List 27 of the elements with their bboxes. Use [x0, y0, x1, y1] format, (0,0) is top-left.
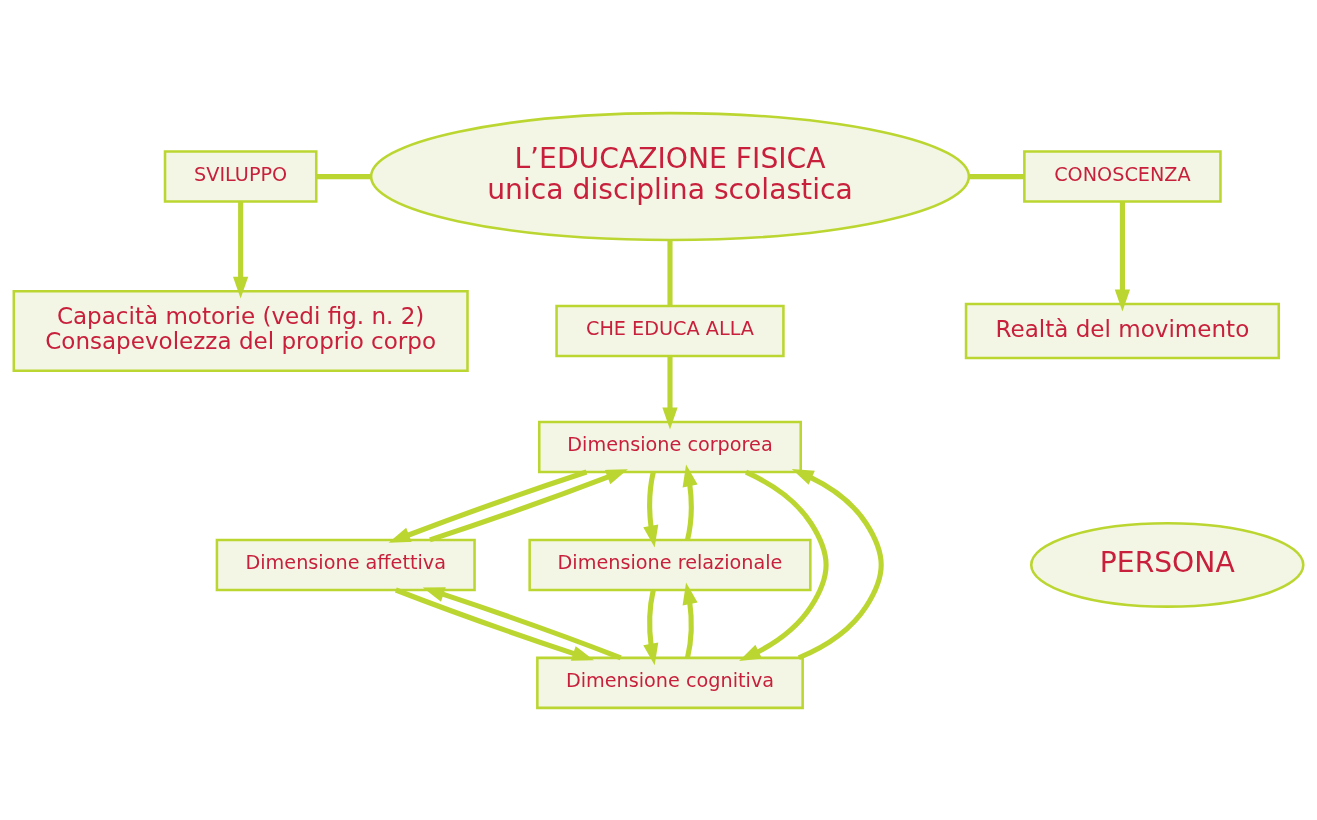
arrow	[429, 468, 628, 542]
node-box: Dimensione relazionale	[528, 538, 812, 591]
node-box: Dimensione cognitiva	[536, 656, 804, 709]
node-box: CHE EDUCA ALLA	[555, 304, 785, 357]
arrow	[643, 471, 659, 547]
connector	[316, 173, 371, 179]
connector	[969, 173, 1025, 179]
arrow	[233, 201, 249, 299]
node-box: Dimensione corporea	[538, 420, 802, 473]
connector	[667, 239, 673, 306]
node-box: Realtà del movimento	[964, 302, 1281, 359]
node-box: CONOSCENZA	[1023, 149, 1222, 203]
arrow	[643, 589, 659, 665]
arrow	[388, 469, 588, 543]
arrow	[422, 586, 622, 660]
arrow	[394, 587, 594, 661]
node-box: Dimensione affettiva	[215, 538, 476, 591]
node-ellipse: PERSONA	[1029, 521, 1305, 608]
node-box: SVILUPPO	[163, 149, 318, 203]
arrow	[791, 468, 884, 660]
arrow	[682, 582, 698, 658]
node-box: Capacità motorie (vedi fig. n. 2) Consapevolezza del proprio corpo	[12, 289, 469, 372]
arrow	[739, 469, 829, 661]
node-ellipse: L’EDUCAZIONE FISICA unica disciplina scolastica	[369, 111, 971, 241]
arrow	[682, 464, 698, 540]
arrow	[1114, 201, 1131, 311]
arrow	[662, 355, 678, 429]
